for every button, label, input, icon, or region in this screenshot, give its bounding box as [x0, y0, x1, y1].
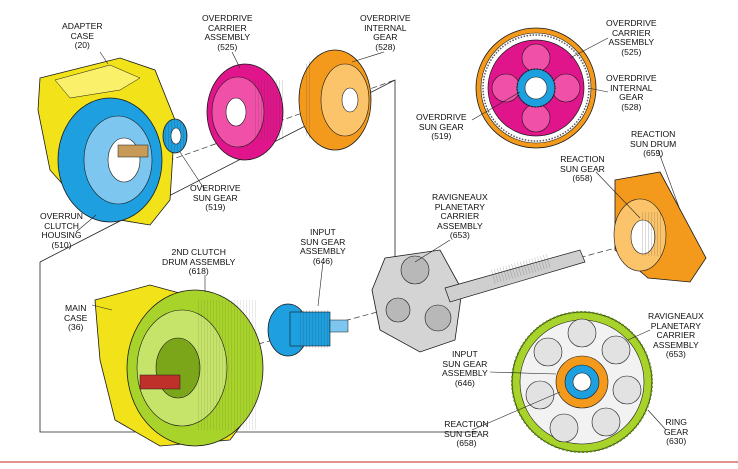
label-line: OVERDRIVE [360, 13, 411, 23]
label-line: SUN GEAR [418, 121, 464, 132]
label-line: ASSEMBLY [204, 32, 251, 43]
ravigneaux-carrier-part [371, 249, 586, 353]
label-input-sun-bottom: INPUT SUN GEAR ASSEMBLY (646) [442, 349, 488, 388]
overdrive-carrier-part [206, 63, 284, 161]
label-line: (630) [666, 436, 687, 447]
label-line: (528) [621, 101, 642, 112]
label-line: REACTION [560, 154, 605, 164]
label-line: INPUT [309, 227, 336, 237]
label-adapter-case: ADAPTER CASE (20) [62, 21, 103, 51]
ravigneaux-end-view [511, 311, 653, 453]
label-line: SUN GEAR [300, 236, 346, 247]
label-line: CARRIER [656, 330, 696, 341]
label-line: (646) [312, 255, 333, 266]
label-line: CARRIER [440, 211, 480, 222]
label-line: ADAPTER [62, 21, 103, 31]
label-line: GEAR [619, 92, 644, 103]
label-line: ASSEMBLY [442, 368, 488, 379]
label-line: OVERRUN [40, 211, 83, 221]
label-line: INTERNAL [610, 82, 653, 93]
label-2nd-clutch-drum: 2ND CLUTCH DRUM ASSEMBLY (618) [162, 247, 236, 277]
label-ravigneaux-top: RAVIGNEAUX PLANETARY CARRIER ASSEMBLY (6… [432, 192, 488, 241]
label-line: (510) [51, 239, 72, 250]
label-line: (519) [205, 202, 226, 213]
label-line: (20) [74, 40, 90, 51]
label-line: REACTION [630, 129, 676, 139]
label-line: INPUT [451, 349, 478, 359]
label-overrun-clutch-housing: OVERRUN CLUTCH HOUSING (510) [40, 211, 83, 250]
label-line: OVERDRIVE [190, 183, 241, 193]
overdrive-sun-gear-part [162, 118, 188, 154]
label-line: CARRIER [207, 22, 247, 33]
label-overdrive-internal-top: OVERDRIVE INTERNAL GEAR (528) [360, 13, 411, 52]
label-line: CARRIER [611, 27, 651, 38]
leader-lines [75, 37, 681, 431]
label-reaction-sun-gear-top: REACTION SUN GEAR (658) [560, 154, 605, 184]
label-line: (659) [643, 148, 664, 159]
label-line: SUN GEAR [442, 358, 488, 369]
input-sun-gear-part [267, 303, 349, 357]
label-reaction-sun-bottom: REACTION SUN GEAR (658) [444, 419, 489, 449]
label-line: REACTION [444, 419, 489, 429]
label-overdrive-sun-right: OVERDRIVE SUN GEAR (519) [416, 112, 467, 142]
label-line: (646) [454, 377, 475, 388]
label-line: SUN DRUM [630, 138, 677, 149]
label-line: INTERNAL [364, 22, 407, 33]
label-line: OVERDRIVE [606, 73, 657, 83]
label-line: (653) [449, 230, 470, 241]
label-line: (658) [456, 438, 477, 449]
label-overdrive-sun-left: OVERDRIVE SUN GEAR (519) [190, 183, 241, 213]
overrun-clutch-housing [57, 97, 163, 223]
label-line: ASSEMBLY [608, 37, 655, 48]
second-clutch-drum [126, 289, 264, 447]
label-reaction-sun-drum: REACTION SUN DRUM (659) [630, 129, 677, 159]
label-line: RAVIGNEAUX [432, 192, 488, 202]
label-line: (519) [431, 131, 452, 142]
reaction-sun-drum-part [613, 171, 707, 283]
label-line: RING [665, 417, 687, 427]
label-line: SUN GEAR [444, 428, 489, 439]
assembly-frame-line-lower [39, 262, 478, 433]
label-ring-gear: RING GEAR (630) [664, 417, 689, 447]
overdrive-end-view [475, 27, 597, 149]
label-line: (36) [68, 322, 84, 333]
label-main-case: MAIN CASE (36) [64, 303, 88, 333]
label-line: (658) [572, 173, 593, 184]
label-line: OVERDRIVE [416, 112, 467, 122]
label-overdrive-carrier-right: OVERDRIVE CARRIER ASSEMBLY (525) [606, 18, 657, 57]
label-line: (653) [665, 349, 686, 360]
label-line: (525) [621, 46, 642, 57]
label-line: CASE [70, 30, 94, 41]
label-line: ASSEMBLY [653, 339, 699, 350]
label-overdrive-carrier-top: OVERDRIVE CARRIER ASSEMBLY (525) [202, 13, 253, 52]
label-overdrive-internal-right: OVERDRIVE INTERNAL GEAR (528) [606, 73, 657, 112]
label-line: OVERDRIVE [202, 13, 253, 23]
label-line: SUN GEAR [192, 192, 238, 203]
label-line: ASSEMBLY [437, 220, 483, 231]
label-line: SUN GEAR [560, 163, 605, 174]
label-line: (618) [188, 266, 209, 277]
label-line: GEAR [373, 32, 398, 43]
label-line: (528) [375, 41, 396, 52]
label-line: RAVIGNEAUX [648, 311, 704, 321]
label-line: CASE [64, 312, 88, 323]
label-line: PLANETARY [650, 320, 702, 331]
label-line: MAIN [64, 303, 87, 313]
label-line: 2ND CLUTCH [171, 247, 226, 257]
label-line: CLUTCH [44, 220, 79, 231]
label-input-sun-top: INPUT SUN GEAR ASSEMBLY (646) [300, 227, 346, 266]
label-line: DRUM ASSEMBLY [162, 256, 236, 267]
label-line: OVERDRIVE [606, 18, 657, 28]
label-ravigneaux-right: RAVIGNEAUX PLANETARY CARRIER ASSEMBLY (6… [648, 311, 704, 360]
label-line: PLANETARY [434, 201, 486, 212]
overdrive-internal-gear-part [298, 49, 372, 151]
label-line: (525) [217, 41, 238, 52]
label-line: GEAR [664, 426, 689, 437]
label-line: HOUSING [41, 230, 82, 241]
label-line: ASSEMBLY [300, 246, 346, 257]
